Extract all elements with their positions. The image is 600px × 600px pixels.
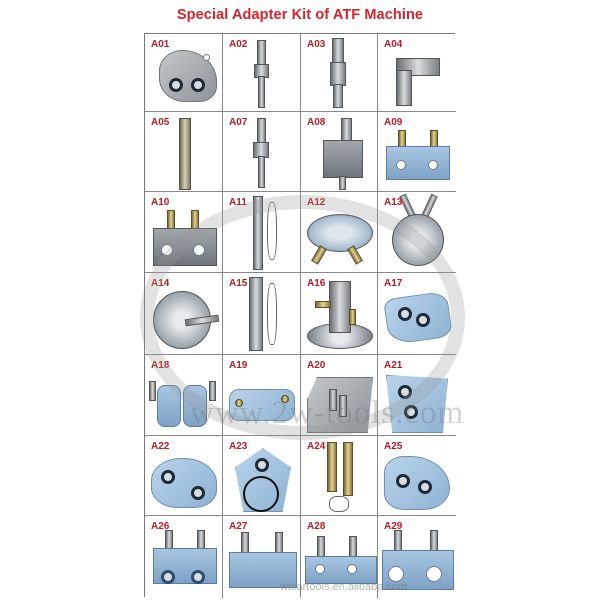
tube-coupler-image	[145, 112, 222, 191]
product-cell-a22: A22	[145, 436, 223, 516]
block-ports-image	[145, 516, 222, 598]
product-cell-a20: A20	[301, 355, 378, 436]
product-cell-a10: A10	[145, 192, 223, 273]
coupler-image	[301, 34, 377, 111]
product-cell-a25: A25	[378, 436, 456, 516]
product-cell-a13: A13	[378, 192, 456, 273]
plate-adapter-image	[378, 355, 456, 435]
block-barbs-image	[378, 112, 456, 191]
product-code: A17	[384, 278, 403, 289]
product-code: A04	[384, 39, 403, 50]
product-code: A09	[384, 117, 403, 128]
product-cell-a04: A04	[378, 34, 456, 112]
product-code: A27	[229, 521, 248, 532]
product-code: A22	[151, 441, 170, 452]
plate-adapter-image	[223, 355, 300, 435]
product-code: A19	[229, 360, 248, 371]
plate-adapter-image	[378, 436, 456, 515]
block-ports-image	[378, 516, 456, 598]
product-cell-a16: A16	[301, 273, 378, 355]
product-cell-a28: A28	[301, 516, 378, 598]
elbow-coupler-image	[378, 34, 456, 111]
product-cell-a17: A17	[378, 273, 456, 355]
plate-adapter-image	[145, 436, 222, 515]
adapter-kit-grid: A01 A02 A03 A04 A05	[144, 33, 456, 598]
oring-plate-image	[223, 436, 300, 515]
twin-cylinders-image	[145, 355, 222, 435]
product-code: A21	[384, 360, 403, 371]
product-cell-a26: A26	[145, 516, 223, 598]
block-barbs-image	[301, 516, 377, 598]
product-code: A13	[384, 197, 403, 208]
page-title: Special Adapter Kit of ATF Machine	[176, 7, 424, 23]
coupler-image	[223, 112, 300, 191]
product-cell-a12: A12	[301, 192, 378, 273]
product-cell-a01: A01	[145, 34, 223, 112]
product-cell-a19: A19	[223, 355, 301, 436]
round-adapter-image	[301, 192, 377, 272]
product-code: A18	[151, 360, 170, 371]
flange-adapter-image	[301, 273, 377, 354]
grey-plate-image	[301, 355, 377, 435]
product-code: A23	[229, 441, 248, 452]
product-cell-a11: A11	[223, 192, 301, 273]
product-code: A25	[384, 441, 403, 452]
product-code: A10	[151, 197, 170, 208]
product-cell-a02: A02	[223, 34, 301, 112]
product-code: A07	[229, 117, 248, 128]
product-cell-a18: A18	[145, 355, 223, 436]
product-code: A15	[229, 278, 248, 289]
round-disc-image	[145, 273, 222, 354]
product-code: A02	[229, 39, 248, 50]
product-cell-a15: A15	[223, 273, 301, 355]
product-cell-a08: A08	[301, 112, 378, 192]
product-code: A08	[307, 117, 326, 128]
coupler-clip-image	[223, 273, 300, 354]
product-code: A28	[307, 521, 326, 532]
product-cell-a07: A07	[223, 112, 301, 192]
product-code: A05	[151, 117, 170, 128]
coupler-clip-image	[223, 192, 300, 272]
product-code: A16	[307, 278, 326, 289]
product-code: A20	[307, 360, 326, 371]
product-cell-a29: A29	[378, 516, 456, 598]
product-code: A03	[307, 39, 326, 50]
product-code: A12	[307, 197, 326, 208]
product-code: A01	[151, 39, 170, 50]
product-code: A24	[307, 441, 326, 452]
product-cell-a23: A23	[223, 436, 301, 516]
coupler-image	[223, 34, 300, 111]
product-cell-a21: A21	[378, 355, 456, 436]
product-code: A29	[384, 521, 403, 532]
ring-adapter-image	[378, 192, 456, 272]
block-coupler-image	[301, 112, 377, 191]
plate-adapter-image	[145, 34, 222, 111]
product-cell-a09: A09	[378, 112, 456, 192]
product-cell-a14: A14	[145, 273, 223, 355]
product-cell-a27: A27	[223, 516, 301, 598]
block-barbs-image	[145, 192, 222, 272]
plate-adapter-image	[378, 273, 456, 354]
product-cell-a05: A05	[145, 112, 223, 192]
product-code: A14	[151, 278, 170, 289]
product-code: A26	[151, 521, 170, 532]
product-code: A11	[229, 197, 247, 208]
block-barbs-image	[223, 516, 300, 598]
product-cell-a24: A24	[301, 436, 378, 516]
product-cell-a03: A03	[301, 34, 378, 112]
brass-fittings-image	[301, 436, 377, 515]
